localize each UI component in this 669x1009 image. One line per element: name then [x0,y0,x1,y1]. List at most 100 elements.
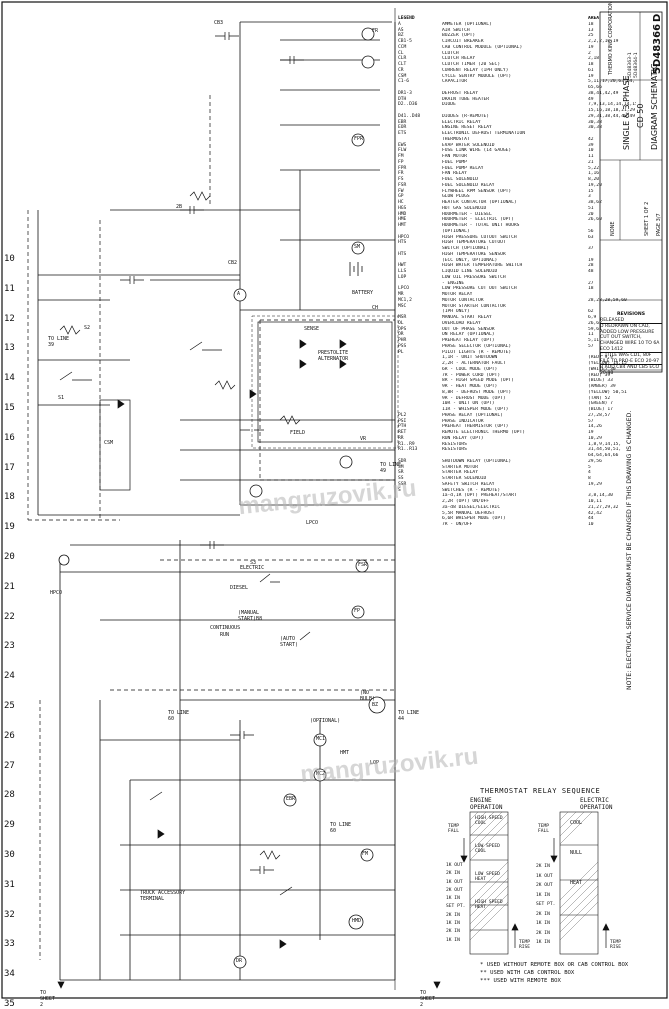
legend-area: 31,44,50,51, [588,447,622,453]
legend-code: FM [398,154,404,159]
legend-desc: PREHEAT THERMISTOR (OPT) [442,424,509,430]
legend-area: 56 [588,228,594,234]
label-fsr: FSR [358,562,368,568]
label-fr: FR [372,28,379,34]
legend-row: (ECC ONLY, OPTIONAL)19 [398,258,636,264]
legend-area: 19,20 [588,182,602,188]
row-number: 33 [4,939,15,950]
legend-desc: CAB CONTROL MODULE (OPTIONAL) [442,44,523,50]
legend-area: (BLUE) 17 [588,407,613,412]
label-cb3: CB3 [214,20,224,26]
legend-row: 6,6R WHISPER MODE (OPT)44 [398,516,636,522]
label-sm: SM [354,244,361,250]
sequence-row-label: 2K IN [536,930,550,936]
legend-code: CCM [398,44,407,50]
legend-area: 11 [588,332,594,338]
electric-operation-title: ELECTRIC OPERATION [580,797,613,811]
legend-row: - ENGINE 27 [398,281,636,287]
legend-code: HC [398,200,404,205]
sequence-zone: HEAT [570,880,583,886]
legend-code: D2..D36 [398,102,418,108]
legend-area: (BLUE) 33 [588,378,613,384]
legend-row: 64,64,64,66 [398,453,636,459]
legend-code: C1-6 [398,79,410,85]
legend-area: 27 [588,280,594,286]
legend-desc: HIGH TEMPERATURE SENSOR [442,251,506,257]
legend-area: 28,28,28,59,60 [588,297,627,303]
row-number: 21 [4,581,15,592]
row-number: 13 [4,343,15,354]
legend-desc: REMOTE ELECTRONIC THERMO (OPT) [442,430,525,435]
legend-code: BZ [398,33,404,39]
legend-code [398,522,442,528]
service-note: NOTE: ELECTRICAL SERVICE DIAGRAM MUST BE… [626,410,633,690]
legend-area: 28 [588,263,594,269]
legend-code: RET [398,430,407,435]
legend-code: D41..D48 [398,113,421,119]
page-label: PAGE 3/7 [656,213,662,236]
sequence-row-label: 2K IN [536,911,550,917]
revision-rev: C [600,353,605,359]
legend-desc: EVAP WATER SOLENOID [442,142,495,148]
label-wire-2b: 2B [176,204,183,210]
footnote: *** USED WITH REMOTE BOX [480,978,561,984]
legend-code: CSM [398,73,407,79]
engine-temp-rise: TEMP RISE [519,940,531,950]
legend-area: 18 [588,62,594,67]
label-field: FIELD [290,430,306,436]
legend-desc: CLUTCH [442,50,459,56]
label-cb2: CB2 [228,260,238,266]
legend-area: 42 [588,136,594,142]
legend-area: 2 [588,50,591,56]
label-lpco: LPCO [306,520,319,526]
legend-desc: HEATER CONTACTOR (OPTIONAL) [442,200,517,205]
legend-area: 10 [588,148,594,154]
row-number: 11 [4,283,15,294]
legend-code: HMT [398,223,407,228]
label-wire-ch: CH [372,305,379,311]
legend-area: 5 [588,464,591,470]
legend-area: 4 [588,470,591,476]
legend-area: 6,9 [588,315,597,320]
legend-desc: DRAIN TUBE HEATER [442,96,490,102]
legend-row: 9R - HEAT MODE (OPT)(AMBER) 39 [398,384,636,390]
sequence-row-label: 1K IN [446,896,460,902]
legend-area: 59,61 [588,326,602,332]
legend-code: HMD [398,211,407,217]
legend-desc: HIGH PRESSURE CUTOUT SWITCH [442,234,517,240]
legend-area: 30,38 [588,119,602,125]
legend-code: PL2 [398,412,407,418]
sequence-row-label: 1K IN [536,940,550,945]
sequence-row-label: 2K IN [446,929,460,935]
legend-desc: 7R - POWER CORD (OPT) [442,372,501,378]
legend-row: 9R - DEFROST MODE (OPT)(TAN) 52 [398,396,636,402]
legend-area: 38,41,42,49 [588,90,619,96]
sequence-row-label: 1K IN [536,921,550,926]
label-s3: S3 [250,560,257,566]
sequence-row-label: 1K OUT [446,863,463,868]
legend-code: HGS [398,205,407,211]
legend-desc: (OPTIONAL) [442,228,470,234]
label-to-line-44: TO LINE 44 [398,710,420,722]
legend-desc: - ENGINE [442,280,465,286]
legend-code: CLT [398,62,407,67]
